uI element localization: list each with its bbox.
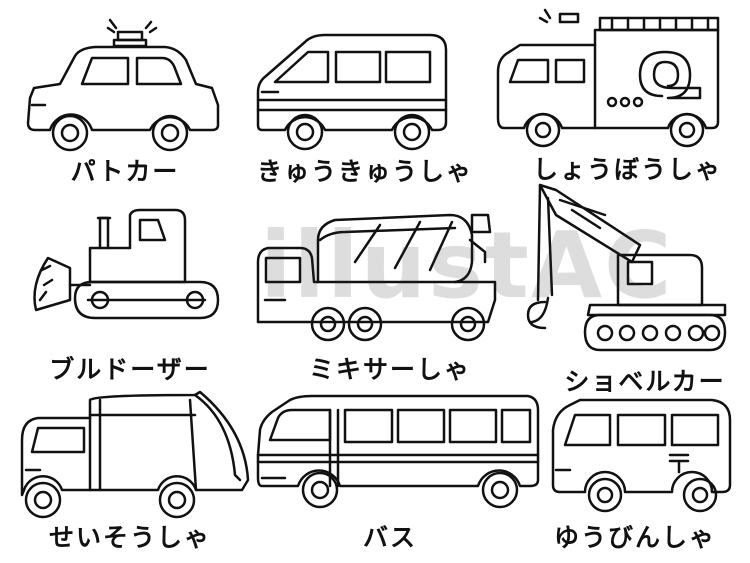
mail-van-icon [551,398,732,513]
cement-mixer-truck-icon [256,213,497,342]
police-car-icon [26,18,220,152]
label-bulldozer: ブルドーザー [49,355,211,384]
ambulance-icon [256,33,448,151]
fire-truck-icon [496,8,720,148]
label-fire-truck: しょうぼうしゃ [532,155,722,184]
excavator-icon [526,183,727,352]
label-excavator: ショベルカー [564,367,726,396]
label-garbage-truck: せいそうしゃ [48,523,211,552]
bulldozer-icon [33,208,220,320]
label-cement-mixer: ミキサーしゃ [308,355,471,384]
label-mail-van: ゆうびんしゃ [553,523,716,552]
label-ambulance: きゅうきゅうしゃ [256,157,473,186]
garbage-truck-icon [20,390,250,519]
label-police-car: パトカー [70,157,180,186]
label-bus: バス [362,523,417,552]
bus-icon [256,394,540,509]
